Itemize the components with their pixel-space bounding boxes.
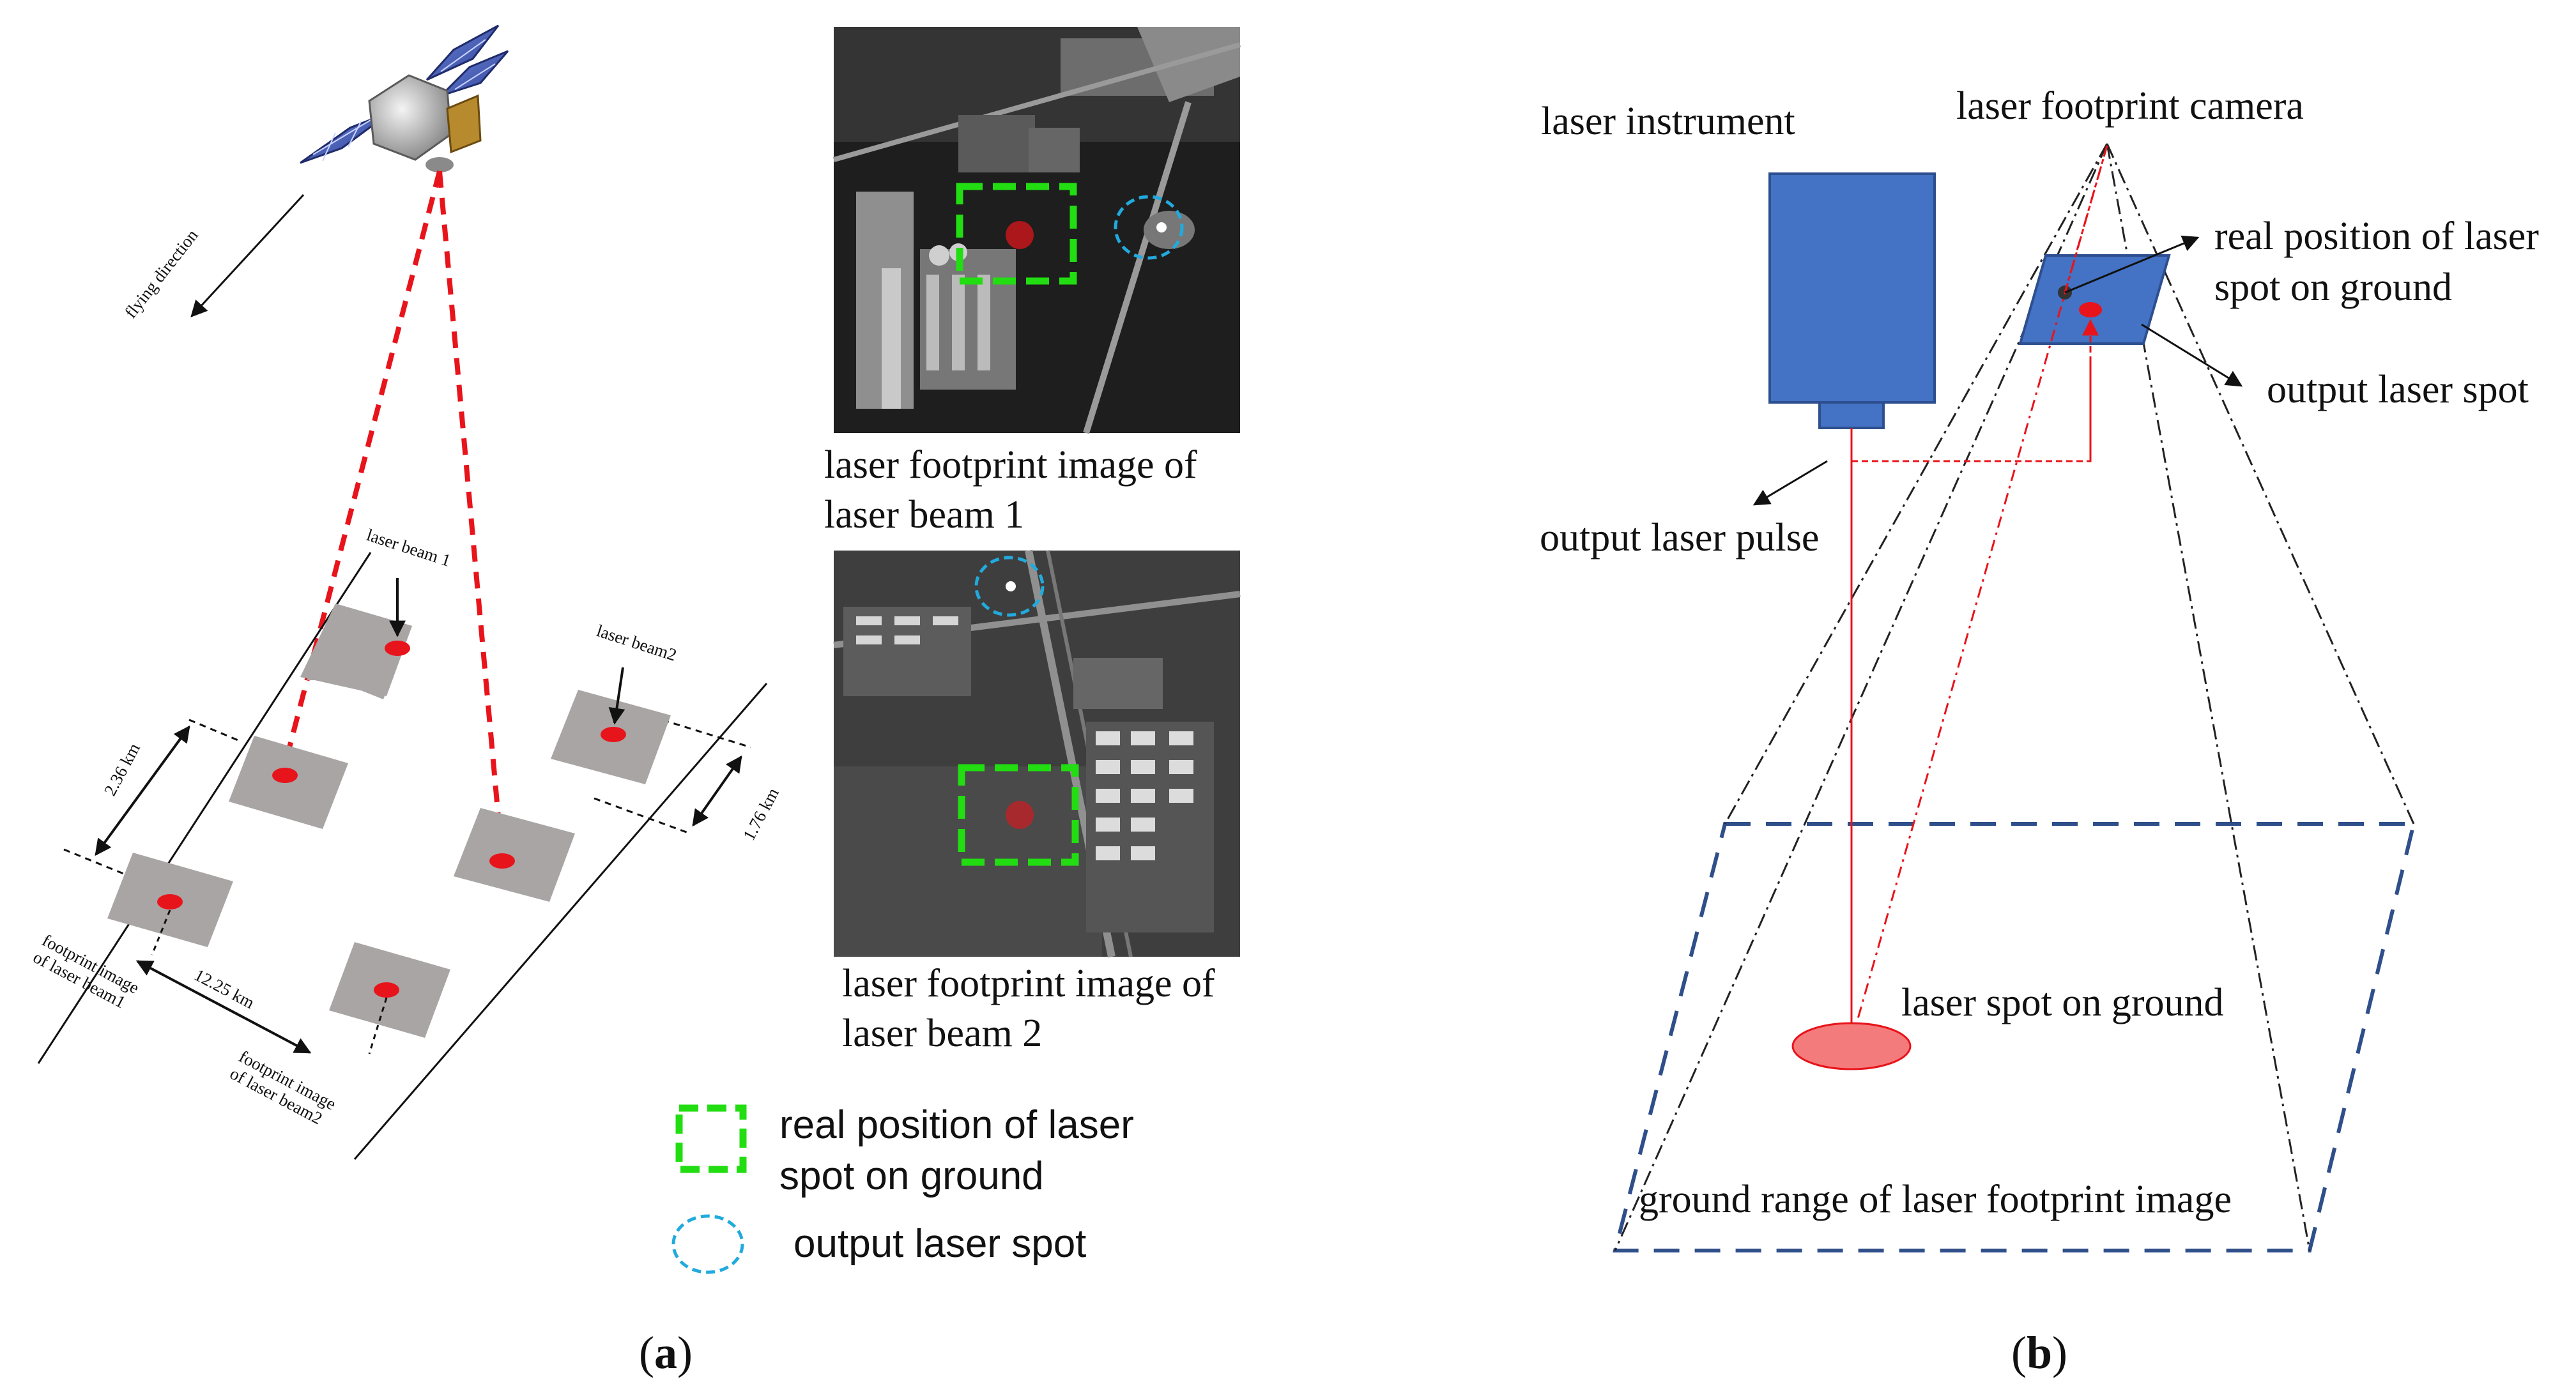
real-position-pointer [2064,235,2200,294]
output-spot-dot [2079,302,2102,317]
footprint-beam1-leader [151,909,171,955]
real-position-box-2 [958,764,1079,866]
image1-caption: laser footprint image of laser beam 1 [824,443,1207,536]
image2-caption: laser footprint image of laser beam 2 [842,962,1225,1055]
panel-b: laser instrument laser footprint camera … [1540,84,2549,1378]
footprint-beam2-label: footprint image of laser beam2 [227,1047,343,1133]
camera-line-of-sight [1850,145,2108,1042]
swath-left-edge [37,552,372,1064]
guide-line-beam2-bottom [594,797,691,835]
legend-real-position-label: real position of laser spot on ground [779,1103,1145,1198]
laser-spot [374,982,399,998]
dim-across-label: 2.36 km [100,740,144,799]
panel-a: flying direction laser beam 1 laser beam… [30,24,1241,1378]
spot-on-ground-label: laser spot on ground [1901,981,2224,1024]
dim-spacing-label: 1.76 km [739,785,783,844]
guide-line-upper [188,719,240,742]
legend-green-box-icon [675,1104,747,1173]
legend-cyan-circle-icon [671,1214,744,1274]
footprint-image-beam1 [832,27,1241,434]
footprint-beam2-leader [368,997,388,1054]
output-spot-label: output laser spot [2267,368,2529,411]
ground-laser-spot [1791,1022,1912,1070]
dim-along-label: 12.25 km [191,965,257,1012]
output-pulse-pointer [1752,460,1828,506]
laser-spot [157,894,183,909]
real-position-box-1 [956,183,1077,285]
footprint-image-beam2 [833,549,1241,958]
laser-spot [489,853,515,869]
laser-spot [385,641,410,656]
ground-range-label: ground range of laser footprint image [1639,1178,2232,1221]
beam2-pointer [608,667,625,725]
footprint-beam1-label: footprint image of laser beam1 [30,931,146,1017]
output-spot-pointer [2141,323,2243,387]
panel-b-label: (b) [2011,1327,2067,1378]
footprint-tile [454,808,575,902]
camera-line-to-dot [2064,145,2108,293]
output-pulse-label: output laser pulse [1540,516,1819,559]
output-spot-marker-1 [1006,221,1034,249]
laser-instrument-nozzle [1818,401,1885,429]
laser-beam-line-2 [437,171,505,860]
camera-field-of-view [1614,143,2415,1251]
laser-spot [272,768,298,783]
footprint-camera-label: laser footprint camera [1956,84,2304,128]
flying-direction-label: flying direction [121,225,202,322]
satellite-icon [300,24,509,172]
output-spot-circle-2 [974,556,1045,617]
real-position-label: real position of laser spot on ground [2214,215,2549,309]
output-spot-marker-2 [1006,801,1034,829]
output-spot-circle-1 [1114,195,1184,260]
footprint-tile [300,604,412,696]
dim-arrow-across [95,725,190,856]
dim-arrow-along [135,960,312,1054]
flying-direction-arrow [190,194,305,317]
dim-arrow-spacing [692,755,742,827]
legend-output-spot-label: output laser spot [793,1222,1086,1266]
laser-instrument-body [1768,172,1936,404]
laser-instrument-label: laser instrument [1541,100,1795,143]
beam2-label: laser beam2 [594,621,679,665]
panel-a-label: (a) [639,1327,693,1378]
beam1-label: laser beam 1 [364,525,453,570]
camera-sensor [2018,254,2171,345]
laser-spot [601,727,626,742]
